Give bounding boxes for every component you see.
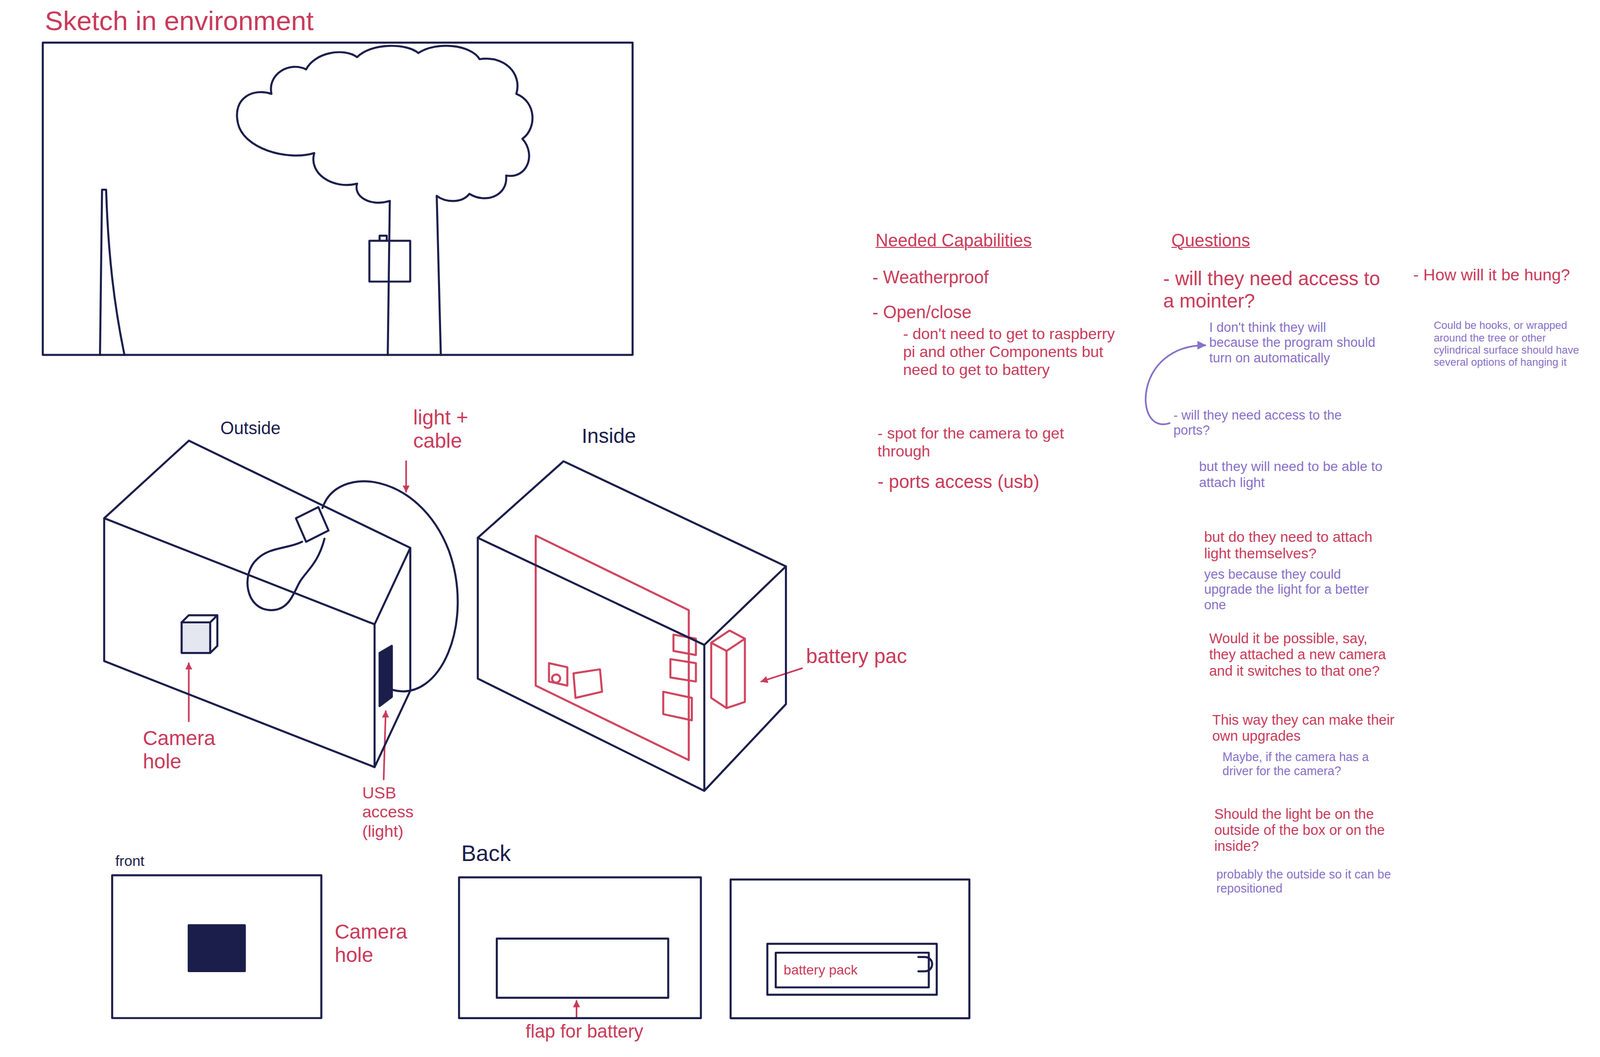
- leader-arrow: [187, 663, 190, 722]
- label-holder: - Open/close: [872, 302, 972, 323]
- section-heading: Questions: [1171, 230, 1251, 251]
- node-outline: [110, 852, 324, 1021]
- label-holder: - ports access (usb): [877, 471, 1040, 493]
- list-item: - spot for the camera to get through: [877, 424, 1121, 461]
- board-components: [549, 634, 697, 721]
- view-heading: front: [115, 852, 145, 870]
- label-holder: Questions: [1171, 230, 1251, 251]
- answer-text: probably the outside so it can be reposi…: [1216, 867, 1391, 896]
- label-holder: I don't think they will because the prog…: [1208, 320, 1379, 366]
- outside-housing: Outside: [97, 416, 419, 776]
- light-socket: [295, 506, 329, 542]
- label-holder: but do they need to attach light themsel…: [1204, 528, 1394, 563]
- view-heading: Outside: [220, 418, 281, 439]
- view-detail: [496, 938, 669, 998]
- outline-path: [42, 42, 633, 356]
- view-heading: Back: [461, 840, 511, 867]
- camera-cube-edges: [181, 615, 218, 654]
- back-open-view: [730, 879, 970, 1019]
- board-component: [552, 674, 561, 683]
- callout-label: light + cable: [413, 406, 506, 454]
- outline-path: [104, 440, 411, 768]
- tree-trunk: [387, 195, 441, 356]
- question-text: Should the light be on the outside of th…: [1214, 806, 1394, 855]
- label-holder: - don't need to get to raspberry pi and …: [902, 325, 1117, 379]
- answer-text: Maybe, if the camera has a driver for th…: [1222, 750, 1388, 779]
- label-holder: probably the outside so it can be reposi…: [1216, 867, 1391, 896]
- camera-cube: [181, 622, 211, 654]
- label-holder: - will they need access to a mointer?: [1163, 267, 1392, 312]
- question-text: - will they need access to the ports?: [1173, 408, 1368, 439]
- label-holder: Could be hooks, or wrapped around the tr…: [1433, 319, 1584, 369]
- outline-path: [775, 952, 929, 988]
- battery-label: battery pack: [783, 962, 858, 979]
- environment-frame: Sketch in environment: [40, 3, 637, 360]
- view-heading: Inside: [581, 424, 637, 448]
- section-heading: Needed Capabilities: [875, 230, 1032, 251]
- list-item: - Open/close: [872, 302, 972, 323]
- raspberry-pi-board: [535, 535, 689, 761]
- answer-text: but they will need to be able to attach …: [1198, 458, 1384, 490]
- outline-path: [477, 461, 786, 791]
- list-item: - ports access (usb): [877, 471, 1040, 493]
- leader-arrow: [761, 668, 802, 682]
- node-outline: [457, 840, 703, 1021]
- tree-crown: [236, 45, 533, 203]
- label-holder: but they will need to be able to attach …: [1198, 458, 1384, 490]
- question-text: but do they need to attach light themsel…: [1204, 528, 1394, 563]
- question-text: Would it be possible, say, they attached…: [1208, 630, 1394, 680]
- battery-bay: [767, 944, 937, 996]
- node-outline: [469, 422, 795, 799]
- label-holder: battery pac: [806, 644, 908, 669]
- leader-arrow: [405, 461, 407, 492]
- leader-arrow: [575, 1000, 578, 1018]
- answer-text: Could be hooks, or wrapped around the tr…: [1433, 319, 1584, 369]
- battery-tab: [918, 957, 932, 972]
- list-item: - don't need to get to raspberry pi and …: [902, 325, 1117, 379]
- battery-pack-box: battery pack: [775, 952, 929, 988]
- label-holder: Camera hole: [334, 920, 427, 968]
- label-holder: - will they need access to the ports?: [1173, 408, 1368, 439]
- label-holder: yes because they could upgrade the light…: [1204, 567, 1389, 613]
- outline-path: [458, 877, 701, 1019]
- callout-label: Camera hole: [142, 726, 235, 774]
- label-holder: - spot for the camera to get through: [877, 424, 1121, 461]
- label-holder: Should the light be on the outside of th…: [1214, 806, 1394, 855]
- node-outline: [97, 416, 419, 776]
- question-text: This way they can make their own upgrade…: [1212, 712, 1397, 745]
- label-holder: flap for battery: [525, 1021, 644, 1043]
- list-item: - Weatherproof: [872, 267, 989, 288]
- label-holder: - How will it be hung?: [1413, 265, 1574, 285]
- back-view: Back: [457, 840, 703, 1021]
- node-outline: [40, 3, 637, 360]
- battery-pack-inside: [711, 630, 745, 709]
- answer-text: yes because they could upgrade the light…: [1204, 567, 1389, 613]
- question-text: - How will it be hung?: [1413, 265, 1574, 285]
- callout-label: battery pac: [806, 644, 908, 669]
- label-holder: Camera hole: [142, 726, 235, 774]
- outline-path: [112, 875, 322, 1019]
- light-cable: [322, 481, 458, 692]
- label-holder: - Weatherproof: [872, 267, 989, 288]
- label-holder: Needed Capabilities: [875, 230, 1032, 251]
- callout-label: USB access (light): [362, 783, 436, 841]
- view-detail: [188, 925, 245, 972]
- callout-label: flap for battery: [525, 1021, 644, 1043]
- callout-label: Camera hole: [334, 920, 427, 968]
- label-holder: USB access (light): [362, 783, 436, 841]
- label-holder: Maybe, if the camera has a driver for th…: [1222, 750, 1388, 779]
- label-holder: This way they can make their own upgrade…: [1212, 712, 1397, 745]
- sketch-heading: Sketch in environment: [45, 5, 314, 37]
- pole: [99, 189, 125, 356]
- question-text: - will they need access to a mointer?: [1163, 267, 1392, 312]
- mounted-box: [369, 235, 410, 282]
- answer-text: I don't think they will because the prog…: [1208, 320, 1379, 366]
- usb-slot: [379, 645, 392, 706]
- label-holder: Would it be possible, say, they attached…: [1208, 630, 1394, 680]
- front-view: front: [110, 852, 324, 1021]
- label-holder: light + cable: [413, 406, 506, 454]
- inside-housing: Inside: [469, 422, 795, 799]
